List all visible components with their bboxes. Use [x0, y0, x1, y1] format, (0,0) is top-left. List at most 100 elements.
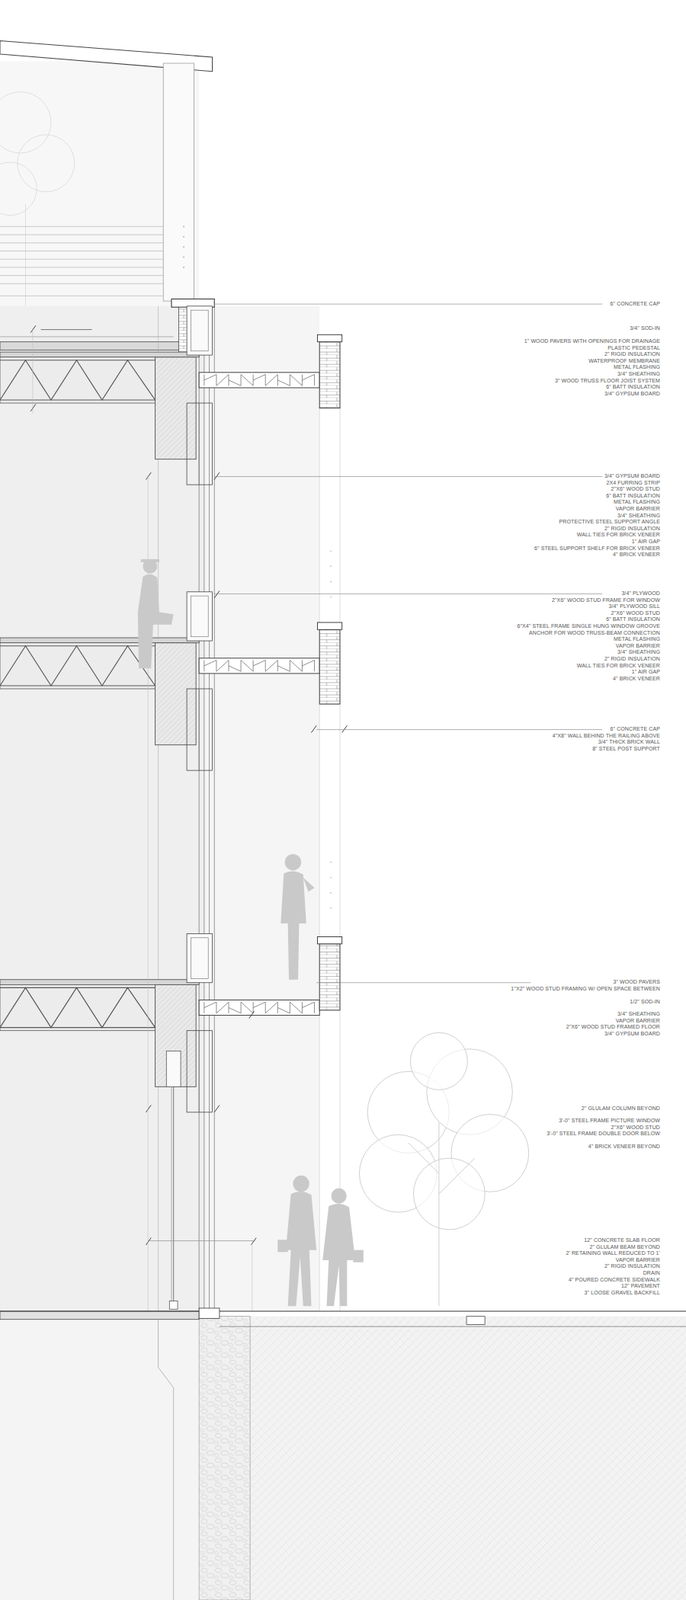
- floor-roof-level: [0, 306, 320, 485]
- roof-column: [163, 63, 194, 302]
- roof-terrace-ground: [0, 60, 199, 306]
- brick-parapets: [317, 622, 343, 630]
- people: [137, 559, 364, 1307]
- footing-line: [158, 1320, 174, 1600]
- callout-note: PLASTIC PEDESTAL: [607, 345, 661, 352]
- callout-note: 3/4" GYPSUM BOARD: [604, 473, 661, 480]
- soil: [198, 1317, 686, 1600]
- tie-dots: [330, 862, 332, 864]
- people: [322, 1204, 356, 1307]
- callout-note: METAL FLASHING: [613, 364, 661, 371]
- brick-screen-lines: [319, 336, 340, 1312]
- anchor-dots: [182, 236, 185, 238]
- anchor-dots: [182, 225, 185, 228]
- leader-lines: [147, 1240, 256, 1242]
- tie-dots: [330, 565, 332, 568]
- dimension-ticks: [30, 325, 347, 1312]
- tie-dots: [330, 892, 332, 895]
- people: [303, 878, 315, 893]
- tree: [408, 1122, 475, 1307]
- people: [331, 1189, 347, 1205]
- callout-note: 3/4" SHEATHING: [617, 512, 661, 520]
- tie-dots: [330, 550, 332, 552]
- dimension-ticks: [32, 328, 253, 1312]
- people: [285, 1192, 317, 1307]
- callout-note: 3" WOOD TRUSS FLOOR JOIST SYSTEM: [554, 378, 661, 385]
- callout-note: WALL TIES FOR BRICK VENEER: [577, 663, 661, 670]
- callout-note: 3/4" SHEATHING: [617, 371, 661, 378]
- callout-note: 6" BATT INSULATION: [605, 493, 661, 500]
- curb: [198, 1308, 220, 1319]
- tree-outline: [17, 134, 75, 193]
- storefront-window: [169, 1301, 178, 1311]
- callout-note: 3'-0" STEEL FRAME DOUBLE DOOR BELOW: [546, 1131, 661, 1138]
- brick-parapets: [317, 334, 343, 342]
- callout-note: 2" RIGID INSULATION: [604, 656, 661, 663]
- floor-second-level: [0, 933, 320, 1113]
- leader-lines: [214, 304, 603, 305]
- dimension-ticks: [30, 325, 347, 1246]
- foundation-wall: [198, 1317, 251, 1600]
- tree-outline: [0, 92, 52, 154]
- callout-note: 4" BRICK VENEER: [612, 551, 661, 558]
- callout-note: 3/4" PLYWOOD: [621, 590, 661, 597]
- roof-deck: [0, 342, 199, 351]
- brick-screen-lines: [319, 336, 321, 1312]
- callout-note: 3'-0" STEEL FRAME PICTURE WINDOW: [558, 1118, 661, 1125]
- brick-parapets: [317, 936, 343, 944]
- anchor-dots: [182, 246, 185, 248]
- anchor-dots: [182, 266, 185, 269]
- people: [141, 559, 160, 563]
- anchor-dots: [182, 225, 185, 269]
- tie-dots: [330, 596, 332, 598]
- callout-note: 1" WOOD PAVERS WITH OPENINGS FOR DRAINAG…: [524, 338, 661, 345]
- storefront-window: [171, 1086, 173, 1307]
- callout-note: 3/4" SHEATHING: [617, 1011, 661, 1018]
- callout-note: 6" BATT INSULATION: [605, 384, 661, 391]
- callout-note: 1/2" SOD-IN: [629, 999, 661, 1006]
- paver-line: [0, 336, 174, 337]
- tree-outline: [0, 162, 37, 216]
- people: [352, 1250, 363, 1264]
- brick-parapets: [319, 342, 340, 409]
- leader-lines: [214, 593, 603, 595]
- storefront-window: [173, 1086, 174, 1307]
- callout-note: 2" RIGID INSULATION: [604, 525, 661, 533]
- callout-note: VAPOR BARRIER: [615, 1257, 661, 1264]
- callout-note: WALL TIES FOR BRICK VENEER: [577, 532, 661, 539]
- brick-screen-lines: [339, 336, 340, 1312]
- callout-note: 6" BATT INSULATION: [605, 616, 661, 623]
- callout-note: 3/4" PLYWOOD SILL: [609, 603, 661, 610]
- leader-lines: [214, 476, 603, 478]
- sidewalk-line: [219, 1327, 686, 1328]
- callout-note: 6" CONCRETE CAP: [610, 726, 661, 733]
- callout-note: 3/4" SHEATHING: [617, 649, 661, 656]
- callout-note: 4" BRICK VENEER: [612, 676, 661, 683]
- tree-outline: [25, 204, 26, 307]
- grade-line: [0, 1311, 686, 1312]
- callout-note: WATERPROOF MEMBRANE: [588, 358, 661, 365]
- tie-dots: [330, 877, 332, 879]
- callout-note: 2"X6" WOOD STUD FRAMED FLOOR: [566, 1024, 661, 1031]
- callout-note: 12" CONCRETE SLAB FLOOR: [583, 1237, 661, 1244]
- exterior-wall: [203, 306, 205, 1312]
- exterior-wall: [208, 306, 210, 1312]
- callout-note: 2" GLULAM BEAM BEYOND: [589, 1244, 661, 1251]
- callout-note: 1"X2" WOOD STUD FRAMING W/ OPEN SPACE BE…: [510, 986, 661, 993]
- callout-note: VAPOR BARRIER: [615, 1018, 661, 1025]
- callout-note: PROTECTIVE STEEL SUPPORT ANGLE: [559, 519, 661, 526]
- exterior-wall: [214, 306, 215, 1312]
- tree: [413, 1158, 485, 1231]
- callout-note: 3" LOOSE GRAVEL BACKFILL: [584, 1290, 661, 1297]
- people: [280, 871, 306, 980]
- callout-note: 2" GLULAM COLUMN BEYOND: [581, 1105, 661, 1113]
- tie-dots: [330, 580, 332, 583]
- railing: [0, 226, 164, 296]
- callout-note: 2"X6" WOOD STUD FRAME FOR WINDOW: [551, 597, 661, 604]
- leader-lines: [316, 982, 531, 984]
- callout-note: VAPOR BARRIER: [615, 506, 661, 513]
- storefront-window: [166, 1051, 181, 1310]
- dimension-line: [41, 329, 93, 331]
- callout-note: METAL FLASHING: [613, 636, 661, 643]
- drain: [466, 1317, 485, 1326]
